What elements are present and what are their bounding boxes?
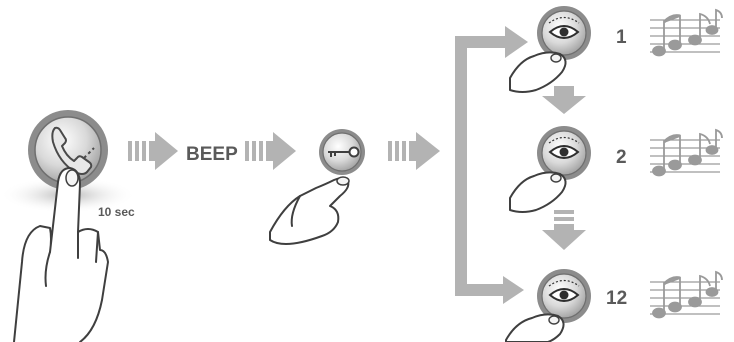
hold-duration-label: 10 sec bbox=[98, 205, 135, 219]
tone-number-2: 2 bbox=[616, 147, 627, 168]
arrow-right-1 bbox=[128, 132, 178, 170]
hand-press-view-3 bbox=[506, 314, 564, 342]
arrow-right-2 bbox=[245, 132, 296, 170]
arrow-down-repeat bbox=[542, 210, 586, 250]
tone-number-12: 12 bbox=[606, 288, 627, 309]
arrow-right-3 bbox=[388, 132, 440, 170]
tone-number-1: 1 bbox=[616, 27, 627, 48]
hand-press-view-2 bbox=[510, 172, 566, 212]
beep-label: BEEP bbox=[186, 144, 238, 165]
hand-press-key bbox=[270, 177, 349, 244]
key-button-group bbox=[319, 129, 365, 175]
music-notes-icon bbox=[650, 272, 722, 318]
arrow-down-1 bbox=[542, 86, 586, 114]
music-notes-icon bbox=[650, 10, 722, 56]
music-notes-icon bbox=[650, 130, 722, 176]
